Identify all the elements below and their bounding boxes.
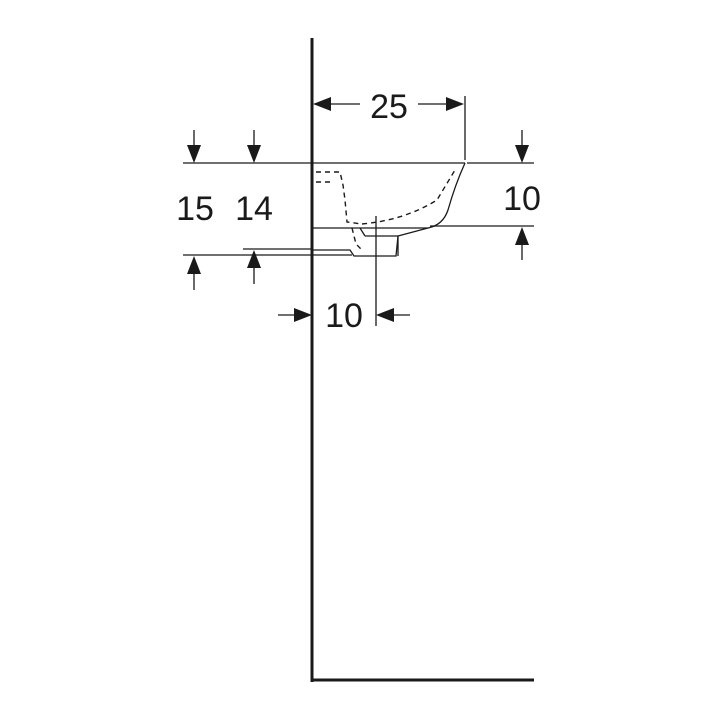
dimension-top-width — [313, 96, 466, 160]
bowl-hidden-lines — [316, 169, 456, 251]
dimension-waste-offset — [278, 308, 410, 322]
washbasin-outline — [312, 162, 466, 257]
dimension-left-heights — [183, 130, 352, 290]
label-height-outer: 15 — [176, 190, 214, 228]
label-height-inner: 14 — [235, 190, 273, 228]
dimension-right-depth — [430, 130, 534, 260]
label-bowl-depth: 10 — [503, 180, 541, 218]
label-width-top: 25 — [370, 88, 408, 126]
label-waste-offset: 10 — [325, 297, 363, 335]
